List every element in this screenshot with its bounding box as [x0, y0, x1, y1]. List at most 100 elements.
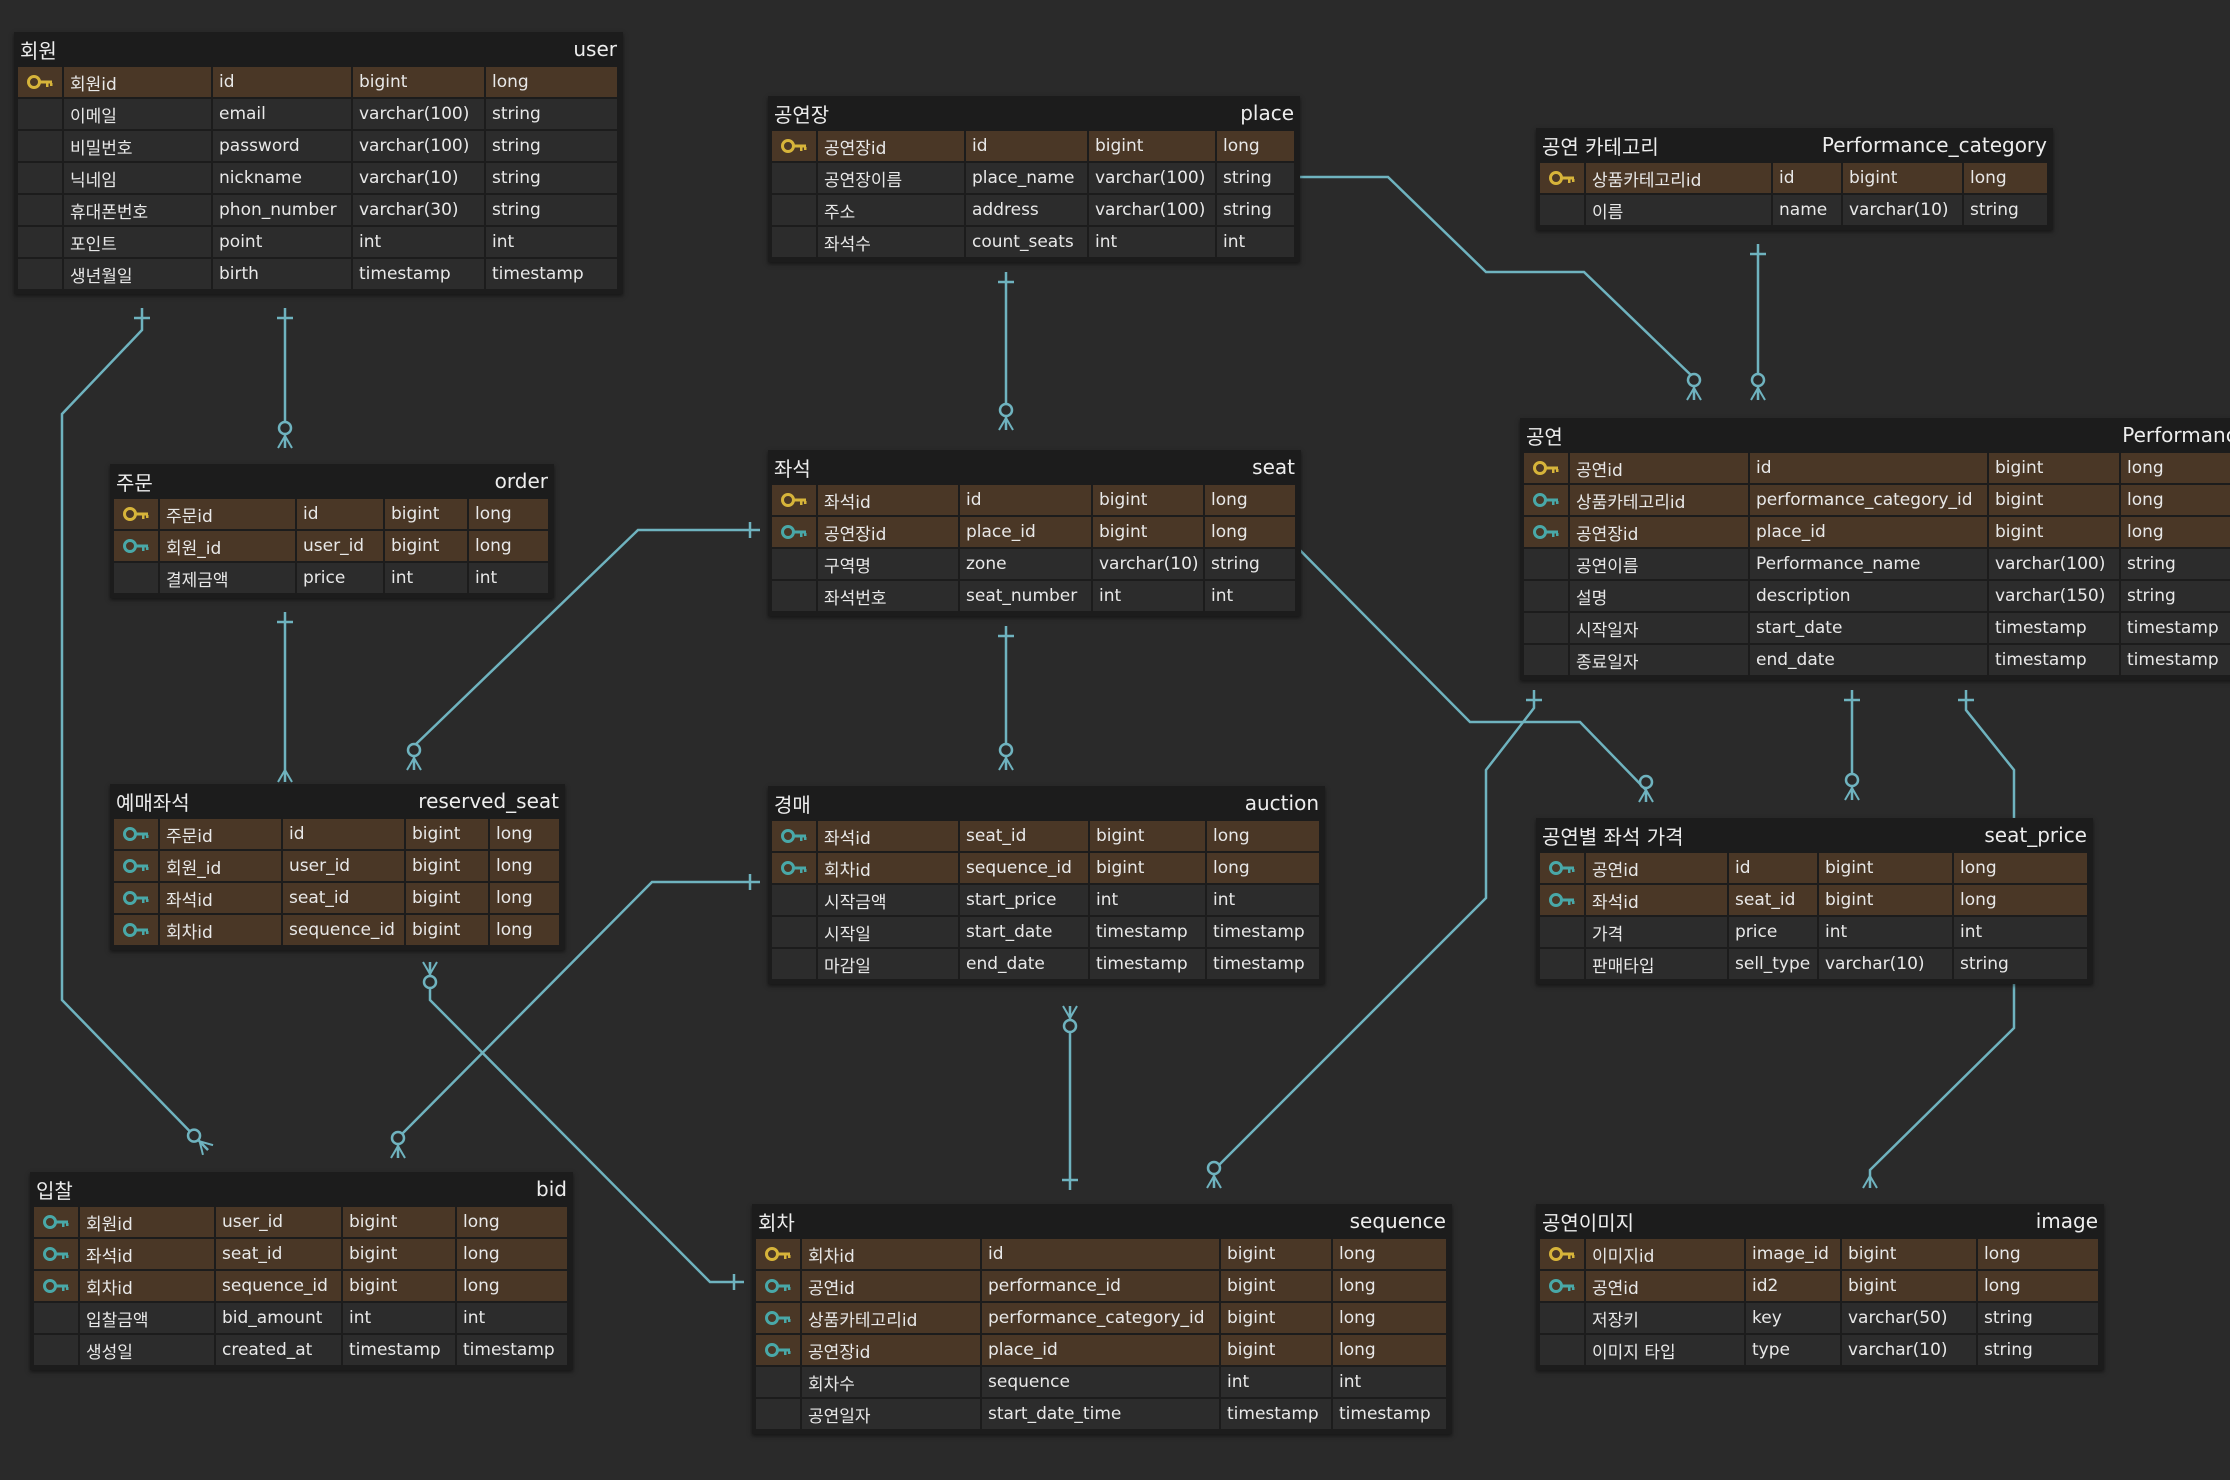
fk-key-icon [756, 1335, 800, 1365]
fk-key-icon [34, 1239, 78, 1269]
relationship-seat-auction[interactable] [998, 626, 1014, 771]
relationship-place-seat[interactable] [998, 272, 1014, 431]
relationship-performance-category-performance[interactable] [1750, 244, 1766, 401]
column-type: timestamp [343, 1335, 455, 1365]
column-type: bigint [385, 531, 467, 561]
entity-physical-name: place [1240, 101, 1294, 125]
pk-key-icon [772, 485, 816, 515]
column-lang-type: timestamp [2121, 645, 2230, 675]
relationship-performance-seat-price[interactable] [1844, 690, 1860, 801]
column-lang-type: string [1954, 949, 2087, 979]
entity-logical-name: 경매 [774, 792, 811, 817]
fk-key-icon [1540, 1271, 1584, 1301]
relationship-sequence-auction[interactable] [1062, 1005, 1078, 1190]
column-lang-type: long [490, 851, 559, 881]
relationship-auction-bid[interactable] [390, 874, 760, 1159]
column-lang-type: string [2121, 581, 2230, 611]
key-cell [772, 163, 816, 193]
relationship-performance-sequence[interactable] [1206, 690, 1542, 1189]
relationship-user-order[interactable] [277, 308, 293, 449]
relationship-seat-reserved-seat[interactable] [406, 522, 760, 771]
relationship-order-reserved-seat[interactable] [277, 612, 293, 783]
column-type: int [343, 1303, 455, 1333]
column-name: 닉네임 [64, 163, 211, 193]
relationship-user-bid[interactable] [60, 308, 214, 1156]
relationship-sequence-reserved-seat[interactable] [422, 961, 744, 1290]
column-lang-type: long [1205, 485, 1295, 515]
entity-performance[interactable]: 공연Performance공연ididbigintlong상품카테고리idper… [1520, 418, 2230, 680]
column-name: 좌석id [818, 485, 958, 515]
column-name: 공연장id [802, 1335, 980, 1365]
key-cell [772, 949, 816, 979]
column-column: performance_category_id [1750, 485, 1987, 515]
